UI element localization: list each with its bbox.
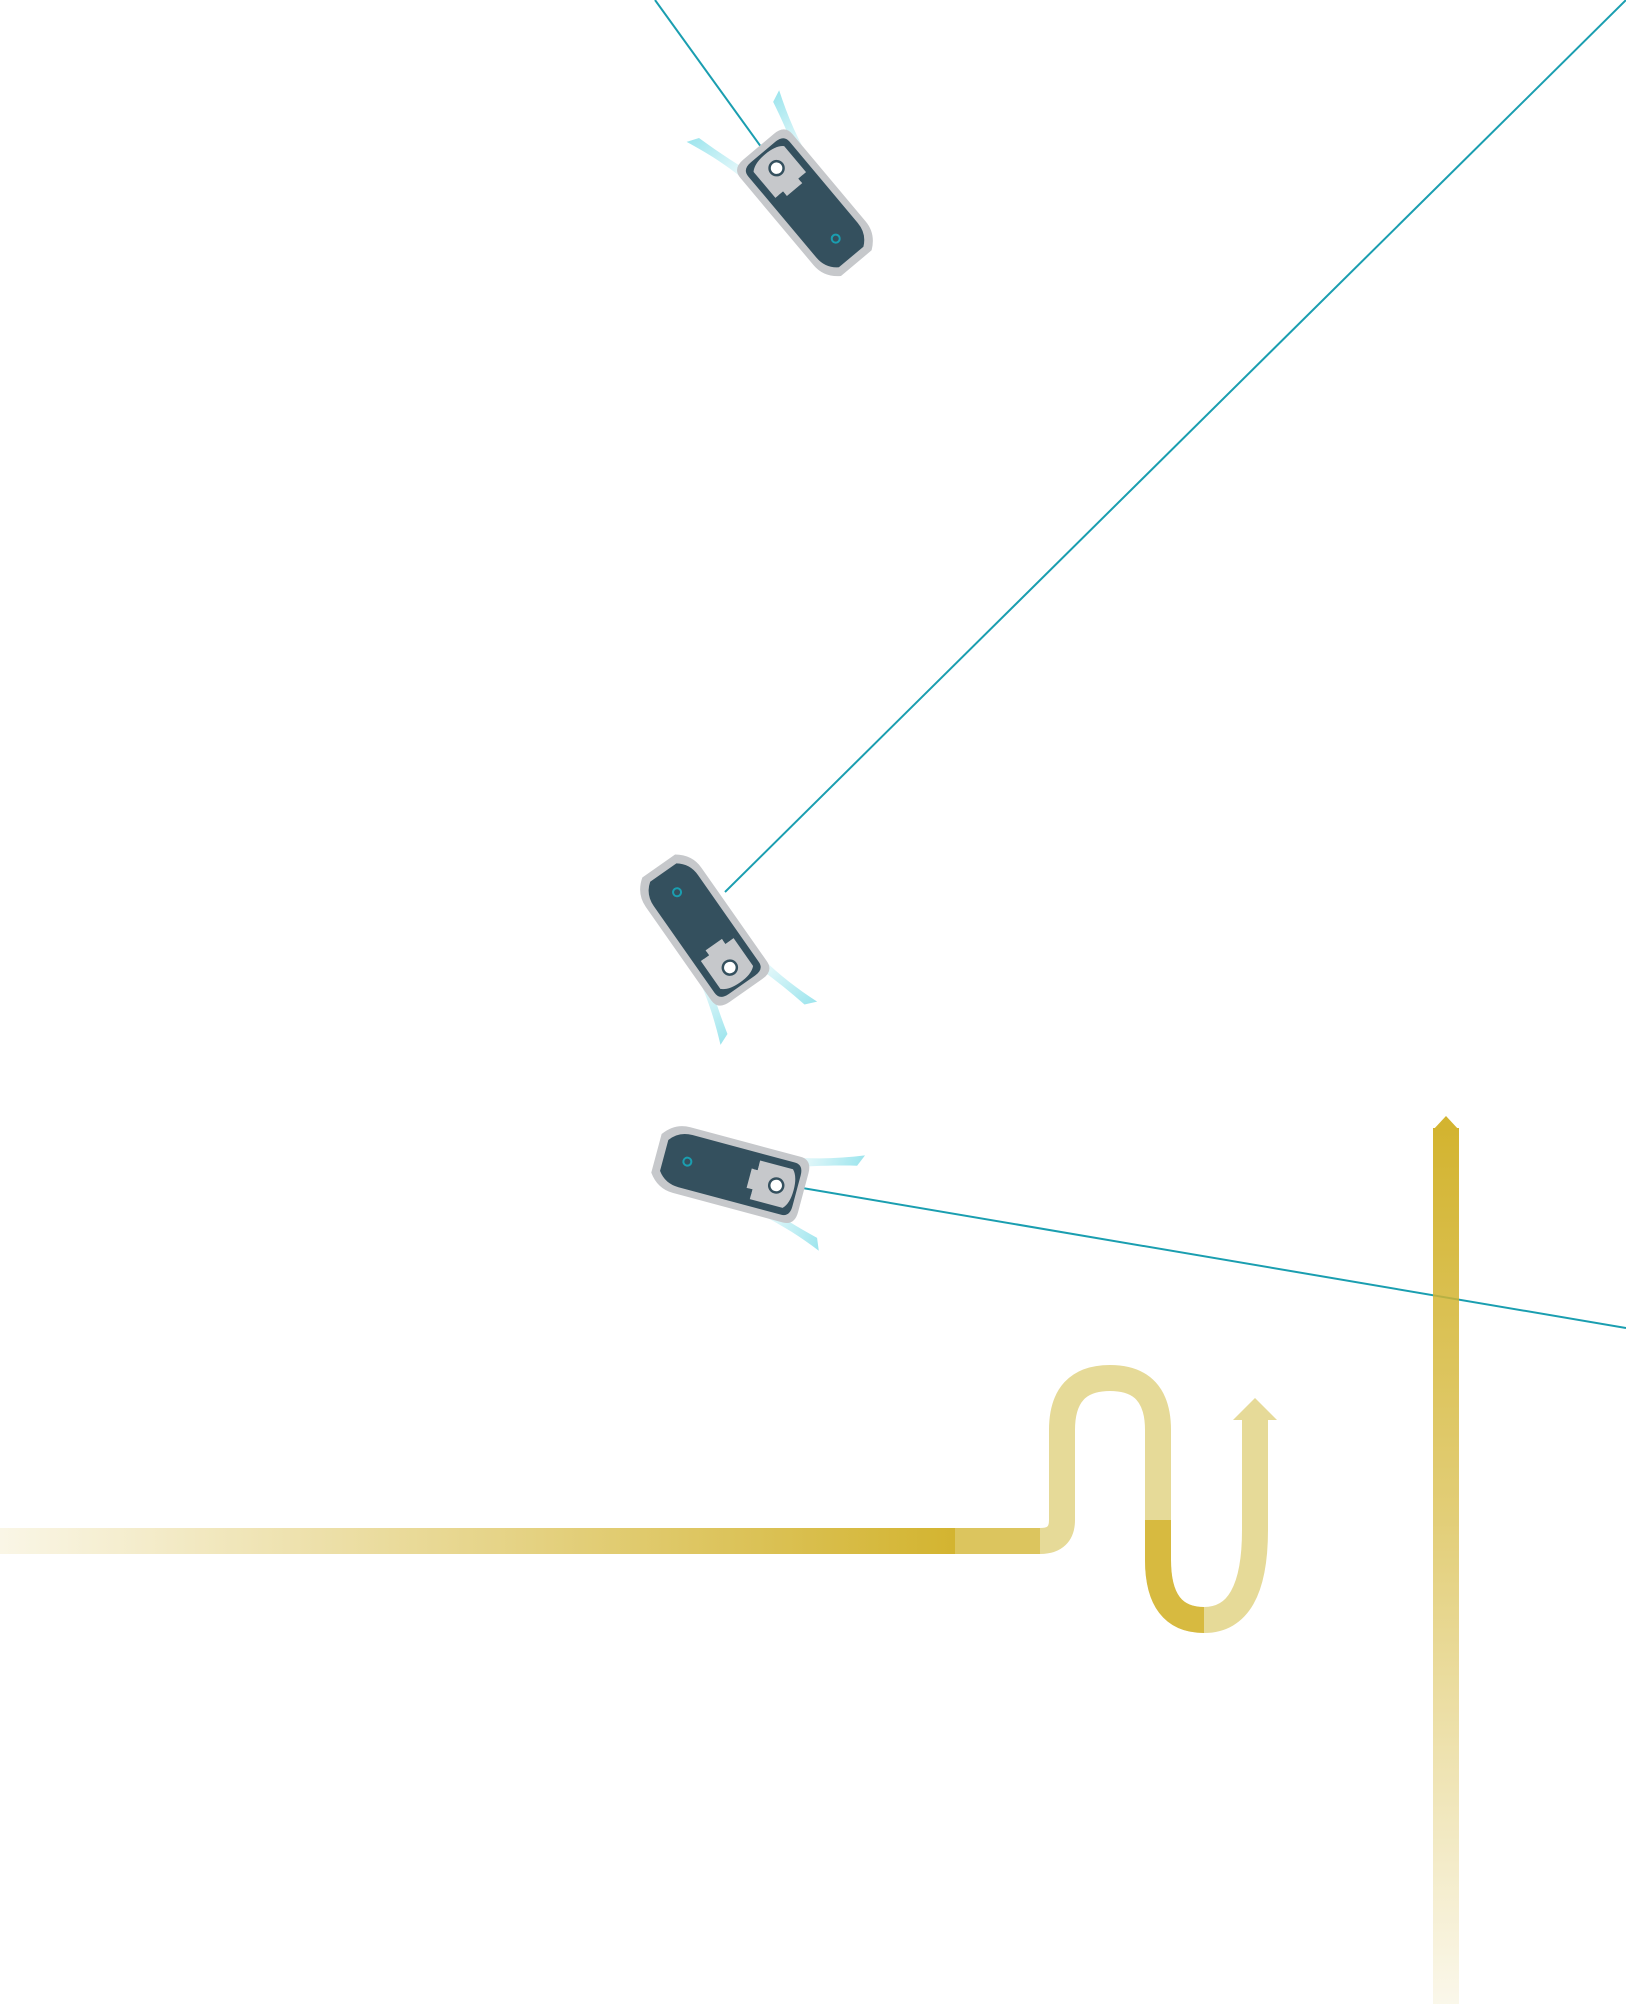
vertical-route — [1433, 1116, 1459, 2004]
route-serpentine — [955, 1378, 1255, 1620]
route-bend-accent — [1158, 1520, 1204, 1620]
route-vertical-segment — [1433, 1128, 1459, 2004]
arrow-up-icon — [1233, 1398, 1277, 1420]
route-vertical-tip — [1433, 1116, 1459, 1130]
boat-icon — [687, 75, 897, 297]
winding-route — [0, 1378, 1277, 1620]
tow-line-2 — [725, 0, 1626, 892]
boat-icon — [643, 1103, 865, 1256]
boat-icon — [616, 836, 817, 1061]
route-horizontal-segment — [0, 1528, 955, 1554]
tow-line-3 — [767, 1182, 1626, 1328]
